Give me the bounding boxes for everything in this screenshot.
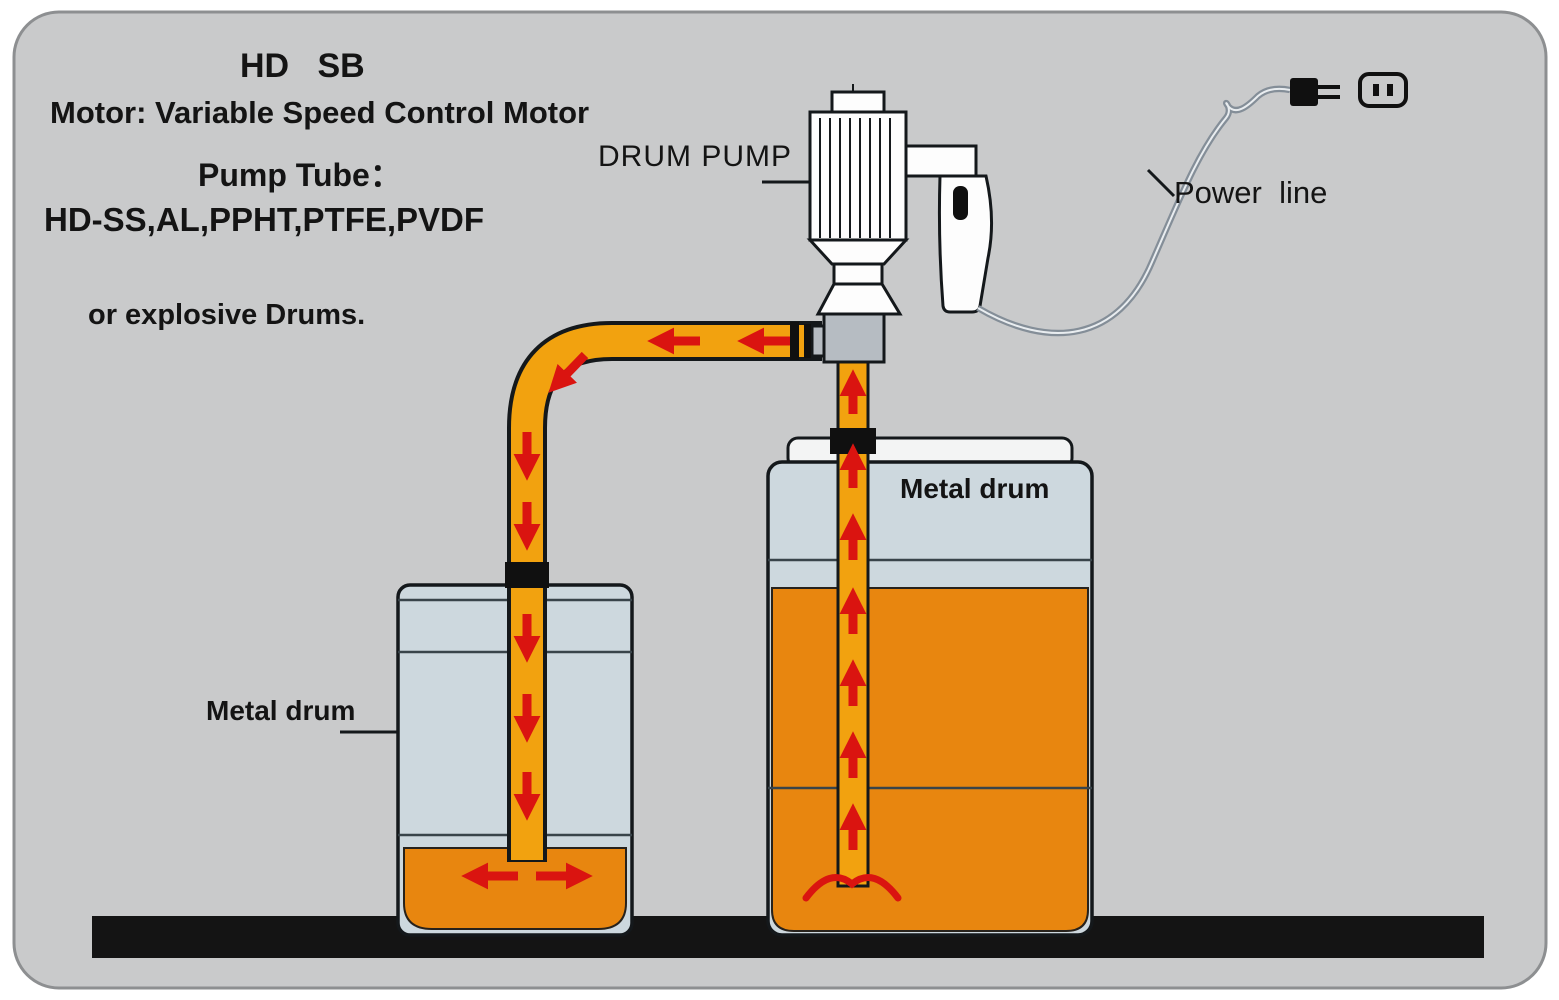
pump-tube-materials: HD-SS,AL,PPHT,PTFE,PVDF xyxy=(44,201,485,238)
tube xyxy=(511,325,822,860)
discharge-tube xyxy=(505,321,822,862)
bung-right-drum xyxy=(830,428,876,454)
pump-bell xyxy=(815,282,903,316)
power-cord-highlight xyxy=(977,87,1291,334)
drum-liquid xyxy=(771,587,1089,932)
pipe-junction xyxy=(790,312,886,364)
pump-waist xyxy=(832,262,884,286)
socket-slot xyxy=(1373,84,1379,96)
motor-cooling-fins xyxy=(819,118,891,238)
intake-splash-right-drum xyxy=(802,874,902,902)
metal-drum-left-label: Metal drum xyxy=(206,695,356,726)
drum-pump-label: DRUM PUMP xyxy=(598,140,792,173)
handle-bracket xyxy=(904,144,978,178)
metal-drum-right xyxy=(766,436,1094,937)
drum-pump-assembly xyxy=(806,84,994,316)
explosive-note: or explosive Drums. xyxy=(88,299,366,331)
power-line xyxy=(976,72,1408,337)
handle-switch-slot xyxy=(953,186,968,220)
pump-tube-title: Pump Tube： xyxy=(198,157,402,193)
motor-spec-text: Motor: Variable Speed Control Motor xyxy=(50,95,590,130)
model-title: HD SB xyxy=(240,47,365,85)
motor-body xyxy=(808,110,908,242)
power-plug-icon xyxy=(1290,78,1318,106)
coupling-ring xyxy=(790,322,799,360)
junction-block xyxy=(822,312,886,364)
power-socket-icon xyxy=(1358,72,1408,108)
bung-left-drum xyxy=(505,562,549,588)
flow-arrows-discharge xyxy=(513,327,790,821)
pump-neck xyxy=(806,238,910,266)
metal-drum-right-label: Metal drum xyxy=(900,473,1050,504)
power-line-label: Power line xyxy=(1174,175,1328,210)
coupling-ring xyxy=(804,324,811,358)
socket-slot xyxy=(1387,84,1393,96)
handle-grip xyxy=(937,174,994,314)
leader-power-line xyxy=(1146,168,1176,198)
